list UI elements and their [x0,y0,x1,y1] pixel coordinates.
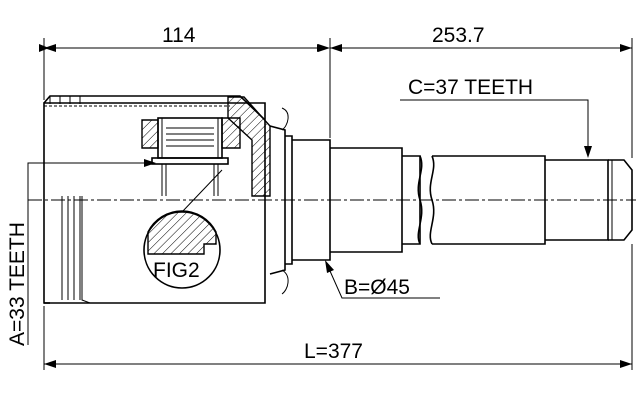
dim-total-arrow-right [620,360,632,368]
housing-section-2 [141,119,159,149]
housing-section-3 [221,117,241,149]
spline-outer-arrow [584,146,592,158]
dim-total-label: L=377 [304,340,363,363]
diameter-leader [325,261,440,299]
dim-114-label: 114 [162,24,196,47]
dim-253-arrow-right [620,44,632,52]
spline-outer-label: C=37 TEETH [408,76,533,99]
fig2-label: FIG2 [153,259,200,282]
spline-outer-leader [400,99,589,156]
dim-253-label: 253.7 [432,24,485,47]
boot-clamp [269,107,293,295]
dim-114-arrow-right [318,44,330,52]
shaft [292,139,633,261]
spline-inner-label: A=33 TEETH [6,222,29,346]
diameter-label: B=Ø45 [344,276,410,299]
diameter-arrow [325,260,334,273]
spline-inner-leader [27,162,154,345]
housing [43,95,266,304]
dim-114-arrow-left [44,44,56,52]
dim-253-arrow-left [330,44,342,52]
dim-total-arrow-left [44,360,56,368]
spline-inner-arrow [144,159,156,167]
fig2-detail [143,169,223,289]
tripod [151,117,229,196]
